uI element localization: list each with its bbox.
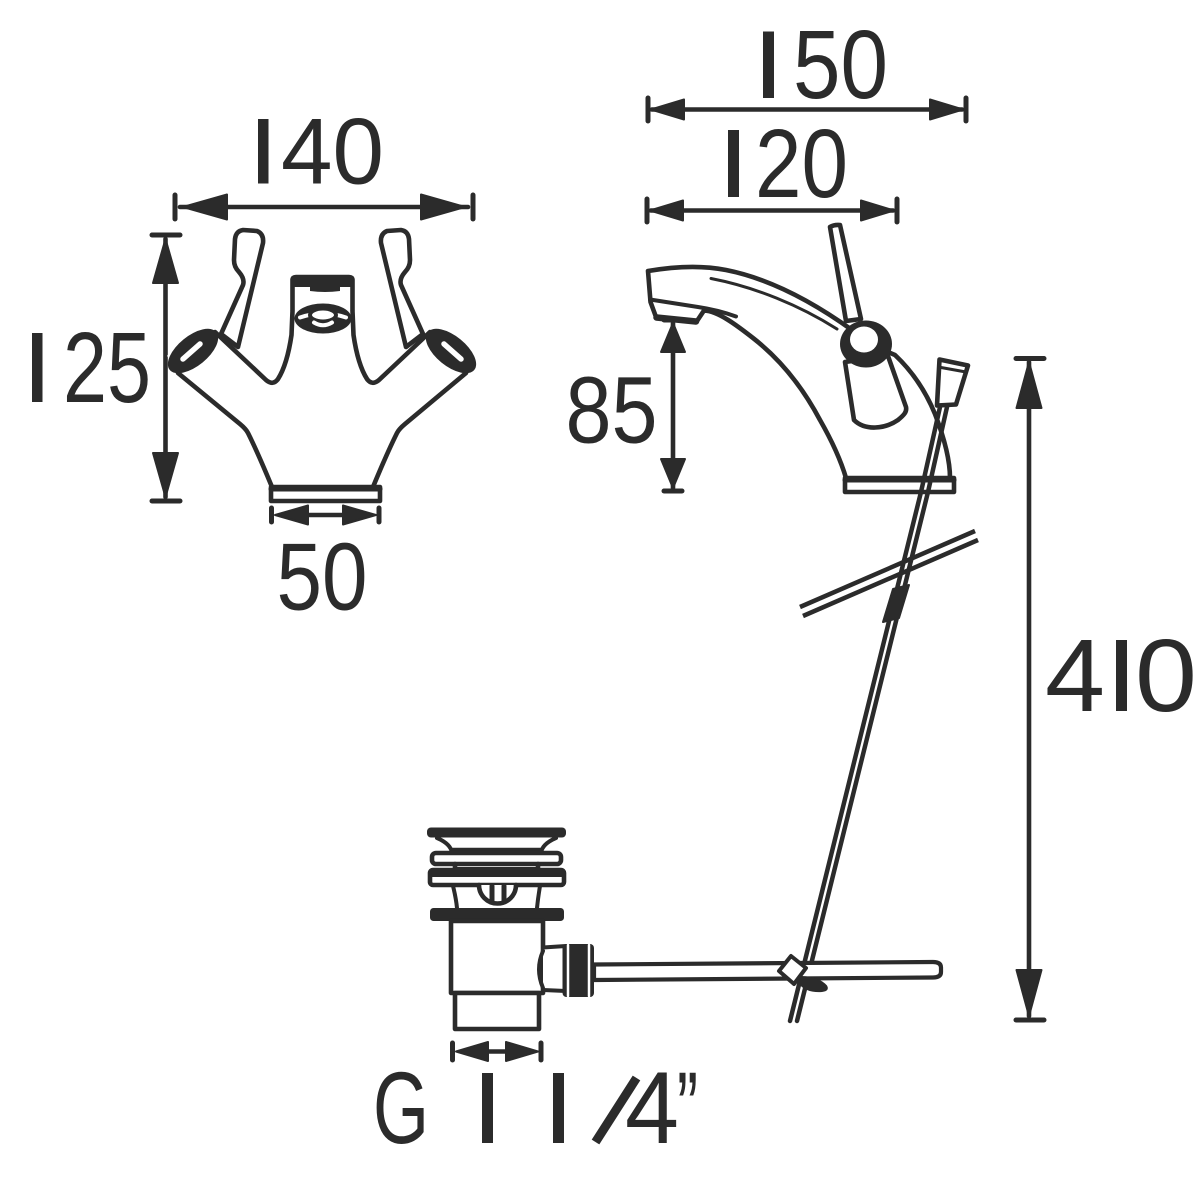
- svg-text:25: 25: [63, 312, 151, 424]
- svg-text:50: 50: [793, 10, 888, 119]
- svg-text:4: 4: [1045, 618, 1105, 733]
- svg-text:85: 85: [566, 358, 658, 464]
- svg-text:20: 20: [755, 109, 848, 218]
- svg-text:0: 0: [1135, 618, 1197, 733]
- svg-text:4: 4: [625, 1051, 679, 1165]
- svg-text:50: 50: [277, 524, 368, 631]
- svg-text:G: G: [373, 1051, 429, 1165]
- svg-text:40: 40: [281, 99, 384, 204]
- svg-text:”: ”: [677, 1051, 698, 1165]
